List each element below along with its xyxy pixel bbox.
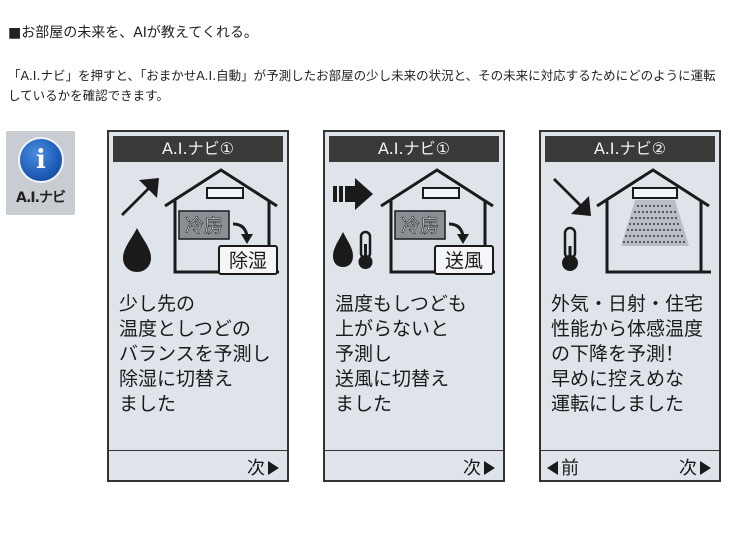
triangle-right-icon <box>700 461 711 475</box>
next-button[interactable]: 次 <box>463 454 495 480</box>
next-label: 次 <box>463 458 481 479</box>
arrow-down-right-icon <box>553 178 591 216</box>
triangle-left-icon <box>547 461 558 475</box>
next-button[interactable]: 次 <box>679 454 711 480</box>
mode-from-label: 冷房 <box>185 215 223 237</box>
remote-screen-3: A.I.ナビ② <box>539 130 721 482</box>
triangle-right-icon <box>484 461 495 475</box>
mode-to-label: 除湿 <box>229 250 267 272</box>
arrow-right-icon <box>333 178 373 210</box>
mode-from-label: 冷房 <box>401 215 439 237</box>
screen-message: 温度もしつども 上がらないと 予測し 送風に切替え ました <box>335 293 467 415</box>
prev-button[interactable]: 前 <box>547 454 579 480</box>
air-conditioner-icon <box>206 187 244 199</box>
water-drop-icon <box>333 232 353 267</box>
screen-title: A.I.ナビ② <box>545 136 715 162</box>
screen-illustration <box>541 166 719 286</box>
next-label: 次 <box>679 458 697 479</box>
cooling-mode-box: 冷房 <box>178 210 230 240</box>
remote-screen-1: A.I.ナビ① 冷房 除湿 少し先の 温度としつどの バ <box>107 130 289 482</box>
screen-illustration: 冷房 除湿 <box>109 166 287 286</box>
remote-screen-2: A.I.ナビ① 冷房 <box>323 130 505 482</box>
info-icon: i <box>18 137 64 183</box>
footer-divider <box>325 450 503 451</box>
thermometer-icon <box>562 226 578 271</box>
footer-divider <box>109 450 287 451</box>
air-conditioner-icon <box>422 187 460 199</box>
next-label: 次 <box>247 458 265 479</box>
triangle-right-icon <box>268 461 279 475</box>
arrow-up-right-icon <box>121 178 159 216</box>
screen-message: 外気・日射・住宅 性能から体感温度 の下降を予測！ 早めに控えめな 運転にしまし… <box>551 293 704 415</box>
screen-illustration: 冷房 送風 <box>325 166 503 286</box>
water-drop-icon <box>123 228 151 272</box>
screen-title: A.I.ナビ① <box>113 136 283 162</box>
section-heading: ■お部屋の未来を、AIが教えてくれる。 <box>8 25 258 41</box>
thermometer-icon <box>358 230 373 269</box>
house-icon <box>596 168 711 274</box>
screen-message: 少し先の 温度としつどの バランスを予測し 除湿に切替え ました <box>119 293 271 415</box>
next-button[interactable]: 次 <box>247 454 279 480</box>
footer-divider <box>541 450 719 451</box>
ai-navi-label: A.I.ナビ <box>16 190 66 206</box>
air-conditioner-icon <box>632 187 678 199</box>
cooling-mode-box: 冷房 <box>394 210 446 240</box>
screen-title: A.I.ナビ① <box>329 136 499 162</box>
airflow-icon <box>621 200 689 246</box>
mode-to-label: 送風 <box>445 250 483 272</box>
ai-navi-button-icon: i A.I.ナビ <box>6 131 75 215</box>
prev-label: 前 <box>561 458 579 479</box>
description-text: 「A.I.ナビ」を押すと、「おまかせA.I.自動」が予測したお部屋の少し未来の状… <box>8 68 716 103</box>
